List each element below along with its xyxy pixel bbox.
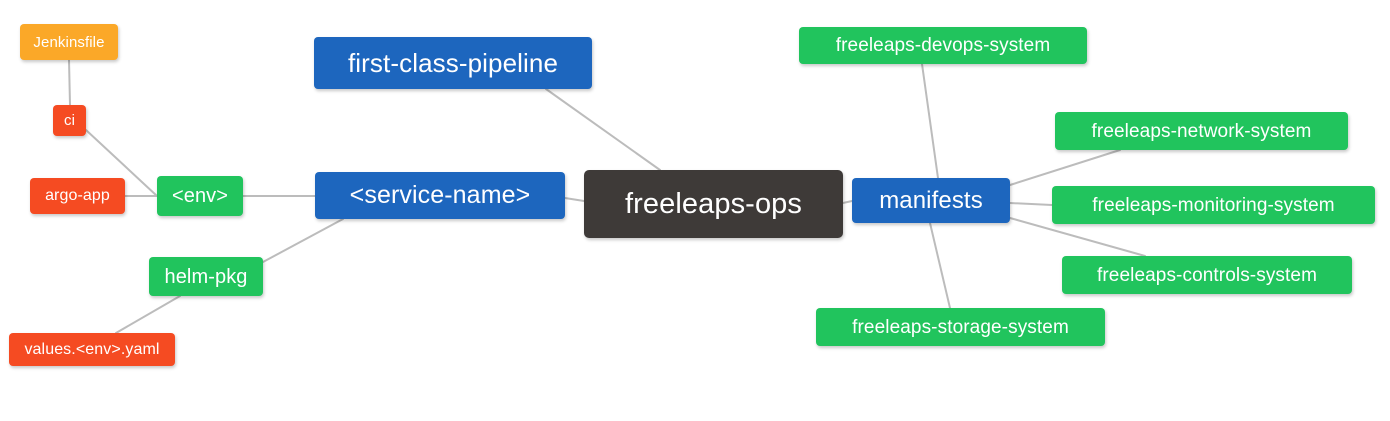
node-label-argo-app: argo-app: [45, 187, 110, 204]
edge-manifests-to-freeleaps-devops-system: [921, 63, 939, 179]
node-label-env: <env>: [171, 185, 229, 207]
node-manifests[interactable]: manifests: [852, 178, 1010, 223]
edge-manifests-to-freeleaps-monitoring-system: [1009, 202, 1053, 206]
node-helm-pkg[interactable]: helm-pkg: [149, 257, 263, 296]
node-values-yaml[interactable]: values.<env>.yaml: [9, 333, 175, 366]
node-label-manifests: manifests: [879, 186, 983, 214]
node-env[interactable]: <env>: [157, 176, 243, 216]
node-label-freeleaps-monitoring-system: freeleaps-monitoring-system: [1092, 194, 1335, 216]
edge-manifests-to-freeleaps-network-system: [1009, 149, 1121, 186]
node-label-freeleaps-ops: freeleaps-ops: [624, 187, 802, 220]
node-freeleaps-ops[interactable]: freeleaps-ops: [584, 170, 843, 238]
node-label-service-name: <service-name>: [349, 181, 531, 209]
node-freeleaps-storage-system[interactable]: freeleaps-storage-system: [816, 308, 1105, 346]
node-jenkinsfile[interactable]: Jenkinsfile: [20, 24, 118, 60]
node-label-freeleaps-devops-system: freeleaps-devops-system: [835, 35, 1051, 56]
node-label-values-yaml: values.<env>.yaml: [24, 340, 160, 358]
node-service-name[interactable]: <service-name>: [315, 172, 565, 219]
edge-helm-pkg-to-values-yaml: [115, 295, 181, 334]
node-label-helm-pkg: helm-pkg: [164, 265, 248, 288]
edge-service-name-to-helm-pkg: [262, 218, 344, 263]
node-label-freeleaps-storage-system: freeleaps-storage-system: [852, 316, 1069, 338]
node-label-jenkinsfile: Jenkinsfile: [33, 33, 105, 51]
node-freeleaps-devops-system[interactable]: freeleaps-devops-system: [799, 27, 1087, 64]
edge-first-class-pipeline-to-freeleaps-ops: [545, 88, 661, 171]
node-label-first-class-pipeline: first-class-pipeline: [347, 48, 559, 78]
node-freeleaps-monitoring-system[interactable]: freeleaps-monitoring-system: [1052, 186, 1375, 224]
node-ci[interactable]: ci: [53, 105, 86, 136]
node-freeleaps-network-system[interactable]: freeleaps-network-system: [1055, 112, 1348, 150]
edge-freeleaps-ops-to-manifests: [842, 200, 853, 204]
edge-manifests-to-freeleaps-storage-system: [929, 222, 951, 309]
edge-service-name-to-freeleaps-ops: [564, 197, 585, 202]
node-freeleaps-controls-system[interactable]: freeleaps-controls-system: [1062, 256, 1352, 294]
node-label-freeleaps-network-system: freeleaps-network-system: [1091, 120, 1312, 142]
node-first-class-pipeline[interactable]: first-class-pipeline: [314, 37, 592, 89]
node-label-freeleaps-controls-system: freeleaps-controls-system: [1096, 264, 1318, 286]
node-label-ci: ci: [63, 112, 76, 129]
node-argo-app[interactable]: argo-app: [30, 178, 125, 214]
edge-jenkinsfile-to-ci: [68, 59, 71, 106]
